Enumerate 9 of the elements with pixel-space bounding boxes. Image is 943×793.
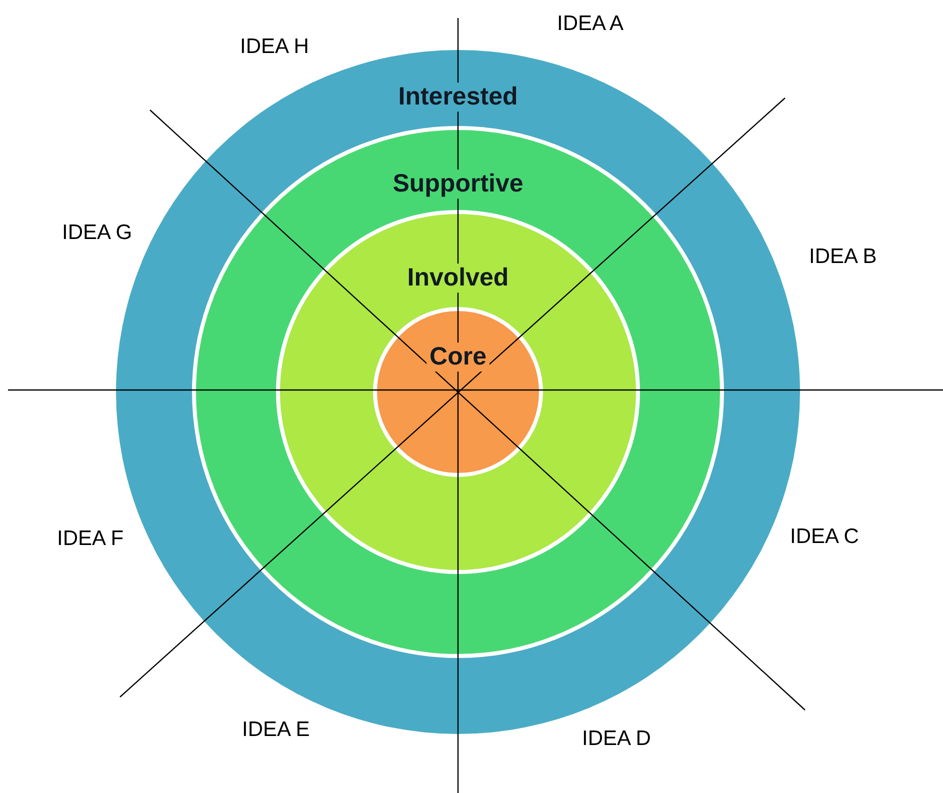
sector-label: IDEA H xyxy=(240,35,309,59)
sector-label: IDEA A xyxy=(557,12,624,36)
sector-label: IDEA B xyxy=(809,245,877,269)
sector-label: IDEA F xyxy=(57,527,124,551)
sector-label: IDEA C xyxy=(790,525,859,549)
sector-label: IDEA D xyxy=(582,727,651,751)
sector-label: IDEA E xyxy=(242,718,310,742)
sector-label: IDEA G xyxy=(62,221,132,245)
ring-label: Core xyxy=(426,342,490,372)
